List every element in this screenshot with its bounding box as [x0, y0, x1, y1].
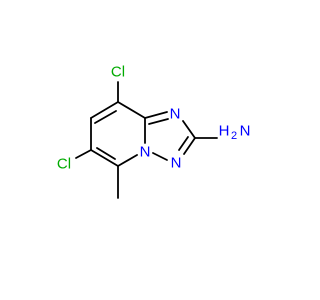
bond-c2-n3-inner	[178, 136, 189, 151]
molecule-structure-diagram: Cl Cl N N N H 2 N	[56, 63, 251, 199]
bond-c5-n4	[117, 154, 138, 167]
nitrogen-label-triazole: N	[171, 155, 182, 172]
bond-n1-c2	[182, 120, 196, 139]
nitrogen-label-bridge: N	[140, 144, 151, 161]
bond-n3-n4	[152, 152, 168, 161]
bond-c8a-c8	[117, 101, 146, 119]
chlorine-label-top: Cl	[111, 64, 125, 81]
bond-c8-c7	[90, 101, 119, 119]
amine-hydrogen-count: 2	[231, 130, 237, 142]
bond-c2-n3	[183, 137, 196, 155]
chlorine-label-left: Cl	[57, 156, 71, 173]
bond-c8a-n1	[144, 111, 168, 119]
bond-c6-c5	[90, 149, 119, 167]
bond-c8-c7-inner	[94, 110, 117, 124]
bond-c6-c5-inner	[96, 147, 116, 160]
nitrogen-label-imine: N	[170, 106, 181, 123]
bond-c6-cl	[75, 149, 92, 159]
bond-c8a-n1-inner	[148, 118, 169, 125]
amine-nitrogen-label: N	[240, 123, 251, 140]
amine-hydrogen-label: H	[219, 123, 230, 140]
